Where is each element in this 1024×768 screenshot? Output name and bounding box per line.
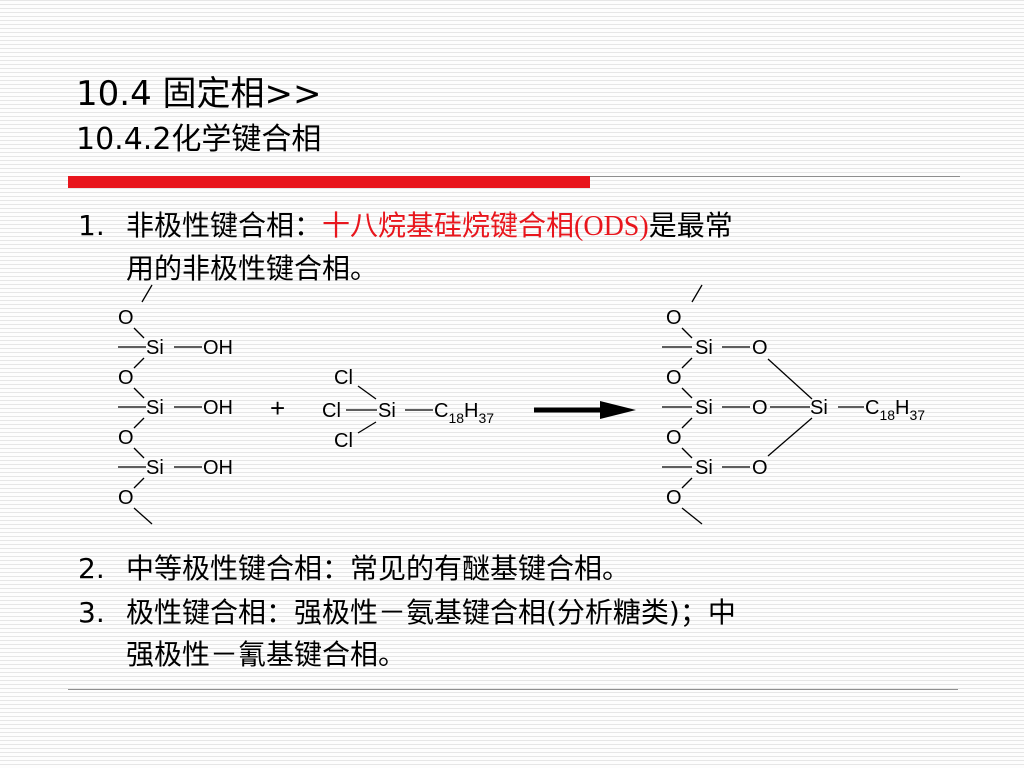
silica-surface: O Si OH O Si OH O Si OH O [118,284,233,525]
list-item-3: 3. 极性键合相：强极性－氨基键合相(分析糖类)；中 强极性－氰基键合相。 [78,592,736,676]
page-subtitle: 10.4.2化学键合相 [76,122,322,157]
list-item-1: 1. 非极性键合相：十八烷基硅烷键合相(ODS)是最常 用的非极性键合相。 [78,205,733,290]
plus-sign: + [270,393,285,423]
atom-si: Si [146,457,164,479]
silane-reagent: Cl Cl Si C18H37 Cl [322,367,494,452]
atom-si: Si [810,397,828,419]
footer-divider [68,689,958,690]
atom-o: O [118,487,134,509]
atom-si: Si [695,457,713,479]
alkyl-chain: C18H37 [434,400,494,426]
item-text: 中等极性键合相：常见的有醚基键合相。 [126,552,631,585]
atom-o: O [752,337,768,359]
atom-o: O [666,307,682,329]
atom-o: O [666,427,682,449]
group-oh: OH [203,397,233,419]
reaction-scheme: O Si OH O Si OH O Si OH O + Cl Cl Si C18… [118,284,925,525]
highlight-abbr: (ODS) [574,211,649,242]
atom-o: O [666,367,682,389]
reaction-arrow [534,401,636,419]
atom-si: Si [695,337,713,359]
item-number: 3. [78,596,105,629]
page-title: 10.4 固定相>> [76,74,322,114]
group-oh: OH [203,337,233,359]
item-number: 2. [78,552,105,585]
accent-bar [68,176,590,188]
bonded-phase-product: O Si O O Si O Si C18H37 O Si O O [662,284,925,525]
item-text: 极性键合相：强极性－氨基键合相(分析糖类)；中 [126,596,736,629]
header-divider [590,176,960,177]
atom-si: Si [378,400,396,422]
atom-o: O [118,367,134,389]
atom-o: O [118,307,134,329]
item-text-tail: 是最常 [648,209,733,242]
list-item-2: 2. 中等极性键合相：常见的有醚基键合相。 [78,548,630,590]
atom-cl: Cl [334,430,353,452]
alkyl-chain: C18H37 [865,397,925,423]
item-text-continued: 用的非极性键合相。 [126,252,379,285]
item-number: 1. [78,209,105,242]
atom-o: O [118,427,134,449]
atom-o: O [752,397,768,419]
atom-cl: Cl [322,400,341,422]
highlight-term: 十八烷基硅烷键合相 [322,209,575,242]
atom-si: Si [146,397,164,419]
item-text-continued: 强极性－氰基键合相。 [126,638,407,671]
atom-si: Si [695,397,713,419]
group-oh: OH [203,457,233,479]
atom-o: O [752,457,768,479]
atom-si: Si [146,337,164,359]
atom-cl: Cl [334,367,353,389]
item-text: 非极性键合相： [126,209,323,242]
atom-o: O [666,487,682,509]
